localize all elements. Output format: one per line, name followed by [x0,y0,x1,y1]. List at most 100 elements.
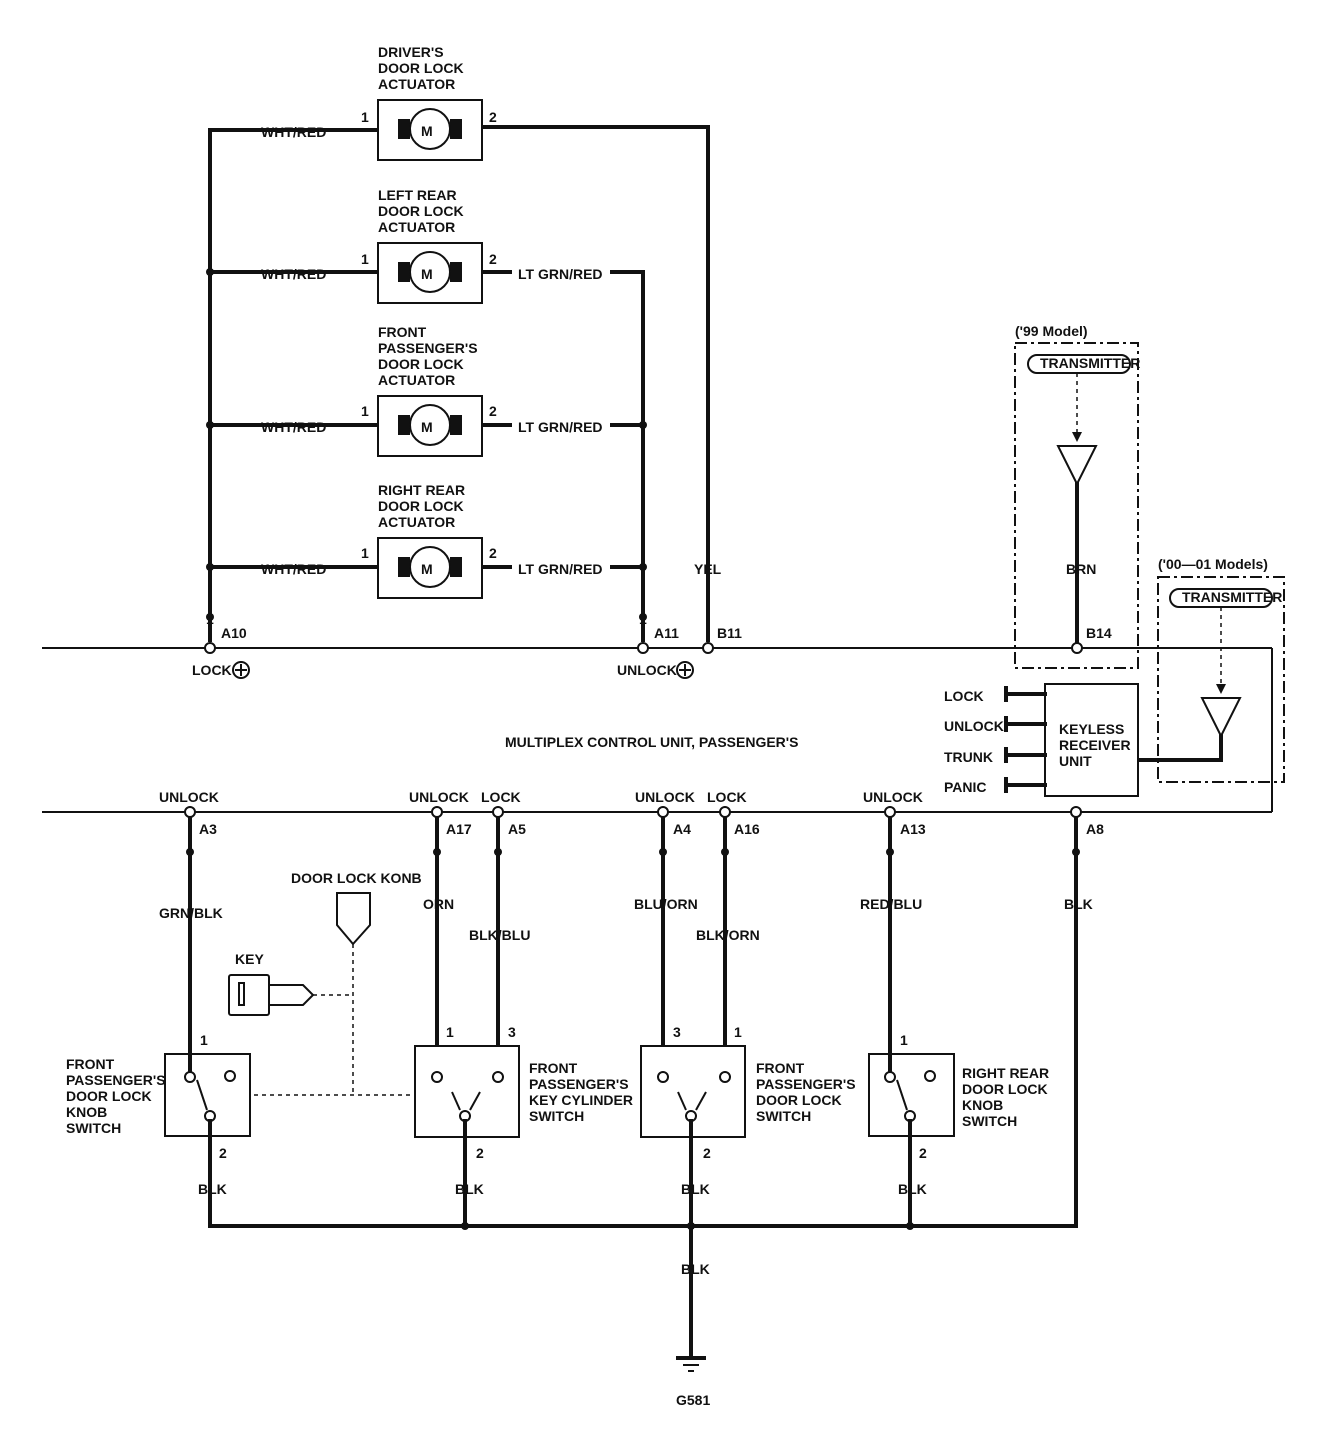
wire-label: BLK/ORN [696,927,760,943]
terminal-name: A13 [900,821,926,837]
model-label: ('99 Model) [1015,323,1088,339]
terminal-name: A11 [654,625,679,641]
pin-number: 2 [919,1145,927,1161]
wire-label: BLU/ORN [634,896,698,912]
splice-dot [494,848,502,856]
wire-label: BLK [455,1181,484,1197]
splice-dot [639,613,647,621]
wire-label: BLK [681,1261,710,1277]
door-lock-knob: DOOR LOCK KONB [291,870,422,1094]
pin-number: 1 [200,1032,208,1048]
wire-label: BLK [198,1181,227,1197]
terminal-b11: B11 [702,625,742,654]
terminal-name: A8 [1086,821,1104,837]
wire-label: WHT/RED [261,419,326,435]
splice-dot [461,1222,469,1230]
motor-symbol: M [421,266,433,282]
wire-label-yel: YEL [694,561,722,577]
motor-symbol: M [421,123,433,139]
knob-label: DOOR LOCK KONB [291,870,422,886]
input-label: PANIC [944,779,987,795]
wire-label: LT GRN/RED [518,419,603,435]
terminal-function: UNLOCK [635,789,695,805]
pin-number: 3 [508,1024,516,1040]
ground-symbol: G581 [676,1341,710,1408]
pin-number: 3 [673,1024,681,1040]
terminal-function: UNLOCK [409,789,469,805]
pin-number: 2 [703,1145,711,1161]
splice-dot [721,848,729,856]
wire-label: BRN [1066,561,1096,577]
key-label: KEY [235,951,264,967]
pin-number: 2 [489,109,497,125]
wire-label: GRN/BLK [159,905,223,921]
splice-dot [206,421,214,429]
wire-label: BLK [681,1181,710,1197]
control-unit-title: MULTIPLEX CONTROL UNIT, PASSENGER'S [505,734,798,750]
pin-number: 2 [489,403,497,419]
pin-number: 1 [446,1024,454,1040]
terminal-name: A10 [221,625,247,641]
splice-dot [906,1222,914,1230]
input-label: TRUNK [944,749,993,765]
wire-label: BLK [898,1181,927,1197]
terminal-name: A3 [199,821,217,837]
terminal-name: A17 [446,821,472,837]
wire-label: ORN [423,896,454,912]
wire-label: WHT/RED [261,266,326,282]
splice-dot [206,613,214,621]
pin-number: 2 [476,1145,484,1161]
splice-dot [1072,848,1080,856]
model-label: ('00—01 Models) [1158,556,1268,572]
pin-number: 2 [489,251,497,267]
terminal-function: UNLOCK [159,789,219,805]
key-icon: KEY [228,951,353,1016]
wire-label: BLK [1064,896,1093,912]
terminal-name: A5 [508,821,526,837]
unlock-bus-wire [480,270,645,642]
wire-label: RED/BLU [860,896,922,912]
pin-number: 1 [734,1024,742,1040]
lower-terminals: UNLOCK UNLOCK LOCK UNLOCK LOCK UNLOCK A3… [159,789,1104,837]
wire-label: LT GRN/RED [518,266,603,282]
terminal-a10: 1 A10 LOCK [192,611,250,679]
ground-label: G581 [676,1392,710,1408]
splice-dot [639,421,647,429]
splice-dot [433,848,441,856]
input-label: UNLOCK [944,718,1004,734]
terminal-name: B11 [717,625,742,641]
terminal-function: LOCK [707,789,747,805]
splice-dot [886,848,894,856]
wire-label: WHT/RED [261,124,326,140]
wire-labels: GRN/BLK ORN BLK/BLU BLU/ORN BLK/ORN RED/… [159,896,1093,943]
splice-dot [639,563,647,571]
motor-symbol: M [421,561,433,577]
pin-number: 1 [639,611,647,627]
pin-number: 1 [206,611,214,627]
terminal-function: UNLOCK [617,662,677,678]
driver-unlock-wire [480,125,710,642]
splice-dot [659,848,667,856]
model-99-transmitter-block: ('99 Model) TRANSMITTER BRN B14 [1014,323,1140,669]
terminal-name: B14 [1086,625,1112,641]
transmitter-label: TRANSMITTER [1182,589,1282,605]
wire-label: LT GRN/RED [518,561,603,577]
transmitter-label: TRANSMITTER [1040,355,1140,371]
motor-symbol: M [421,419,433,435]
terminal-a11: 1 A11 UNLOCK [617,611,694,679]
pin-number: 1 [361,251,369,267]
